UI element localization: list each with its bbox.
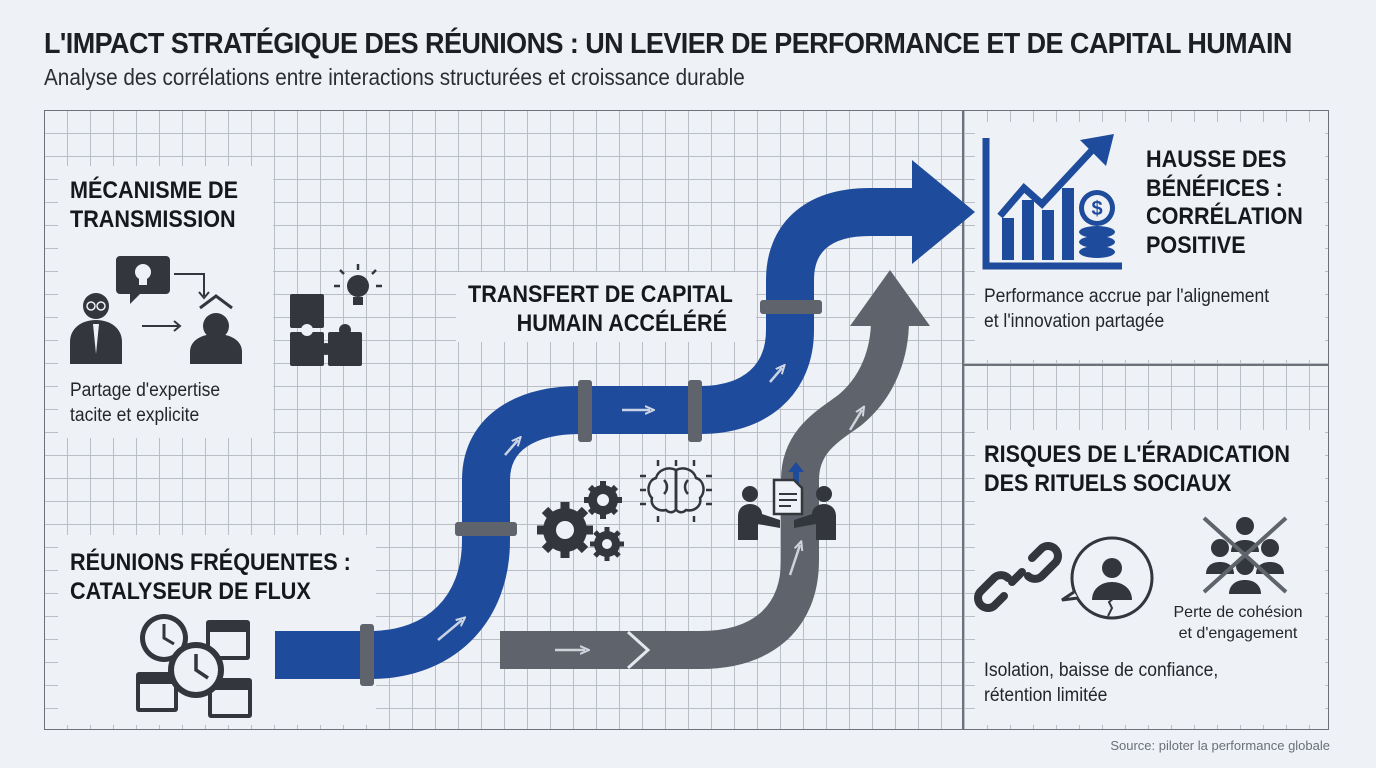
profits-title-line3: CORRÉLATION: [1146, 203, 1303, 230]
handshake-document-icon: [738, 462, 836, 540]
risks-title-line1: RISQUES DE L'ÉRADICATION: [984, 441, 1290, 468]
mentor-lightbulb-icon: [70, 256, 242, 364]
divider-horizontal: [962, 364, 1329, 366]
blue-pipe: [275, 160, 975, 686]
rising-chart-dollar-icon: $: [982, 134, 1122, 270]
grey-pipe: [500, 270, 930, 670]
mechanism-title: MÉCANISME DE TRANSMISSION: [70, 176, 238, 234]
profits-title-line2: BÉNÉFICES :: [1146, 174, 1283, 202]
profits-title-line1: HAUSSE DES: [1146, 146, 1287, 173]
risks-desc: Isolation, baisse de confiance, rétentio…: [984, 658, 1218, 708]
risks-title: RISQUES DE L'ÉRADICATION DES RITUELS SOC…: [984, 440, 1290, 498]
source-note: Source: piloter la performance globale: [1110, 738, 1330, 753]
brain-icon: [640, 460, 712, 522]
profits-title: HAUSSE DES BÉNÉFICES : CORRÉLATION POSIT…: [1146, 146, 1303, 260]
mechanism-desc-line1: Partage d'expertise: [70, 380, 221, 401]
mechanism-title-line2: TRANSMISSION: [70, 206, 236, 233]
isolated-person-icon: [1061, 536, 1154, 620]
profits-desc-line1: Performance accrue par l'alignement: [984, 286, 1270, 307]
broken-chain-icon: [974, 542, 1062, 612]
mechanism-desc: Partage d'expertise tacite et explicite: [70, 378, 220, 428]
mechanism-desc-line2: tacite et explicite: [70, 405, 200, 426]
transfer-panel: [456, 272, 756, 342]
page-subtitle: Analyse des corrélations entre interacti…: [44, 64, 745, 90]
crossed-team-icon: [1202, 516, 1288, 594]
svg-text:$: $: [1091, 198, 1102, 220]
divider-vertical: [962, 110, 964, 730]
profits-desc-line2: et l'innovation partagée: [984, 311, 1165, 332]
transfer-title-line2: HUMAIN ACCÉLÉRÉ: [516, 310, 728, 337]
page-title: L'IMPACT STRATÉGIQUE DES RÉUNIONS : UN L…: [44, 28, 1292, 60]
risks-loss-line2: et d'engagement: [1178, 625, 1298, 642]
transfer-title-line1: TRANSFERT DE CAPITAL: [468, 281, 733, 308]
risks-title-line2: DES RITUELS SOCIAUX: [984, 470, 1232, 497]
meetings-title-line1: RÉUNIONS FRÉQUENTES :: [70, 549, 351, 576]
meetings-title-line2: CATALYSEUR DE FLUX: [70, 578, 311, 605]
clocks-calendars-icon: [136, 614, 252, 718]
risks-desc-line1: Isolation, baisse de confiance,: [984, 660, 1219, 681]
risks-desc-line2: rétention limitée: [984, 685, 1108, 706]
gears-icon: [537, 481, 624, 561]
transfer-title: TRANSFERT DE CAPITAL HUMAIN ACCÉLÉRÉ: [468, 280, 733, 338]
risks-loss-line1: Perte de cohésion: [1173, 604, 1303, 621]
profits-desc: Performance accrue par l'alignement et l…: [984, 284, 1269, 334]
risks-loss-label: Perte de cohésion et d'engagement: [1158, 602, 1318, 644]
puzzle-lightbulb-icon: [290, 264, 382, 366]
meetings-title: RÉUNIONS FRÉQUENTES : CATALYSEUR DE FLUX: [70, 548, 351, 606]
profits-title-line4: POSITIVE: [1146, 231, 1246, 259]
mechanism-title-line1: MÉCANISME DE: [70, 177, 239, 204]
